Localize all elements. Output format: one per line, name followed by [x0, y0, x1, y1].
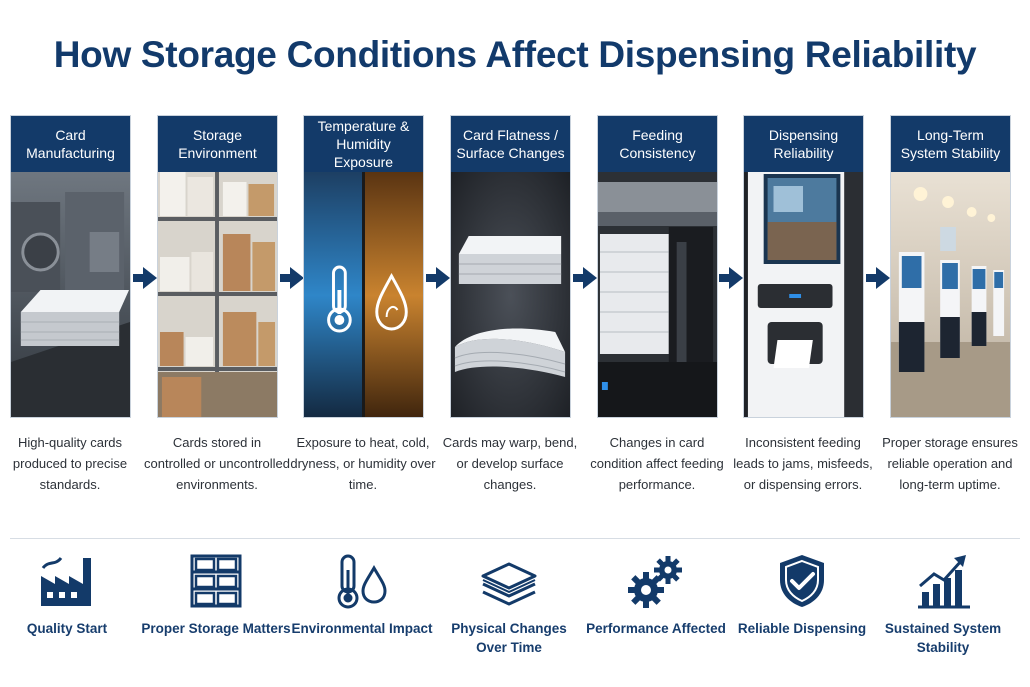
outcome-label: Reliable Dispensing	[737, 621, 867, 636]
arrow-right-icon	[426, 267, 450, 289]
factory-card-stack-image	[11, 172, 130, 417]
outcome-label: Performance Affected	[586, 621, 726, 636]
warehouse-shelves-image	[158, 172, 277, 417]
growth-chart-icon	[914, 552, 974, 610]
step-description: Changes in card condition affect feeding…	[590, 435, 724, 492]
arrow-right-icon	[719, 267, 743, 289]
step-card-card-manufacturing: Card Manufacturing	[10, 115, 131, 418]
flat-vs-warped-cards-image	[451, 172, 570, 417]
outcome-label: Quality Start	[26, 621, 108, 636]
outcome-label: Environmental Impact	[291, 621, 433, 636]
step-heading: Card Manufacturing	[11, 116, 130, 172]
page-title: How Storage Conditions Affect Dispensing…	[53, 34, 977, 75]
step-description: High-quality cards produced to precise s…	[12, 435, 128, 492]
arrow-right-icon	[866, 267, 890, 289]
card-stack-icon	[479, 552, 539, 610]
thermometer-droplet-image	[304, 172, 423, 417]
kiosk-row-lobby-image	[891, 172, 1010, 417]
step-card-card-flatness: Card Flatness / Surface Changes	[450, 115, 571, 418]
outcome-label: Proper Storage Matters	[141, 621, 291, 636]
step-heading: Card Flatness / Surface Changes	[451, 116, 570, 172]
section-divider	[10, 538, 1020, 539]
step-card-long-term-stability: Long-Term System Stability	[890, 115, 1011, 418]
step-heading: Long-Term System Stability	[891, 116, 1010, 172]
arrow-right-icon	[573, 267, 597, 289]
storage-rack-icon	[186, 552, 246, 610]
shield-check-icon	[772, 552, 832, 610]
step-card-temperature-humidity: Temperature & Humidity Exposure	[303, 115, 424, 418]
kiosk-dispenser-image	[744, 172, 863, 417]
step-heading: Storage Environment	[158, 116, 277, 172]
process-steps: Card Manufacturing High-quality cards pr…	[10, 115, 1018, 492]
step-description: Cards stored in controlled or uncontroll…	[144, 435, 290, 492]
arrow-right-icon	[280, 267, 304, 289]
step-description: Inconsistent feeding leads to jams, misf…	[733, 435, 873, 492]
step-card-dispensing-reliability: Dispensing Reliability	[743, 115, 864, 418]
arrow-right-icon	[133, 267, 157, 289]
gears-icon	[626, 552, 686, 610]
step-heading: Feeding Consistency	[598, 116, 717, 172]
step-heading: Temperature & Humidity Exposure	[304, 116, 423, 172]
card-feeder-image	[598, 172, 717, 417]
thermometer-droplet-icon	[332, 552, 392, 610]
step-description: Exposure to heat, cold, dryness, or humi…	[290, 435, 436, 492]
step-description: Proper storage ensures reliable operatio…	[882, 435, 1018, 492]
step-heading: Dispensing Reliability	[744, 116, 863, 172]
step-description: Cards may warp, bend, or develop surface…	[442, 435, 578, 492]
outcome-label: Physical Changes Over Time	[451, 621, 567, 655]
factory-icon	[37, 552, 97, 610]
step-card-storage-environment: Storage Environment	[157, 115, 278, 418]
step-card-feeding-consistency: Feeding Consistency	[597, 115, 718, 418]
outcome-label: Sustained System Stability	[884, 621, 1002, 655]
